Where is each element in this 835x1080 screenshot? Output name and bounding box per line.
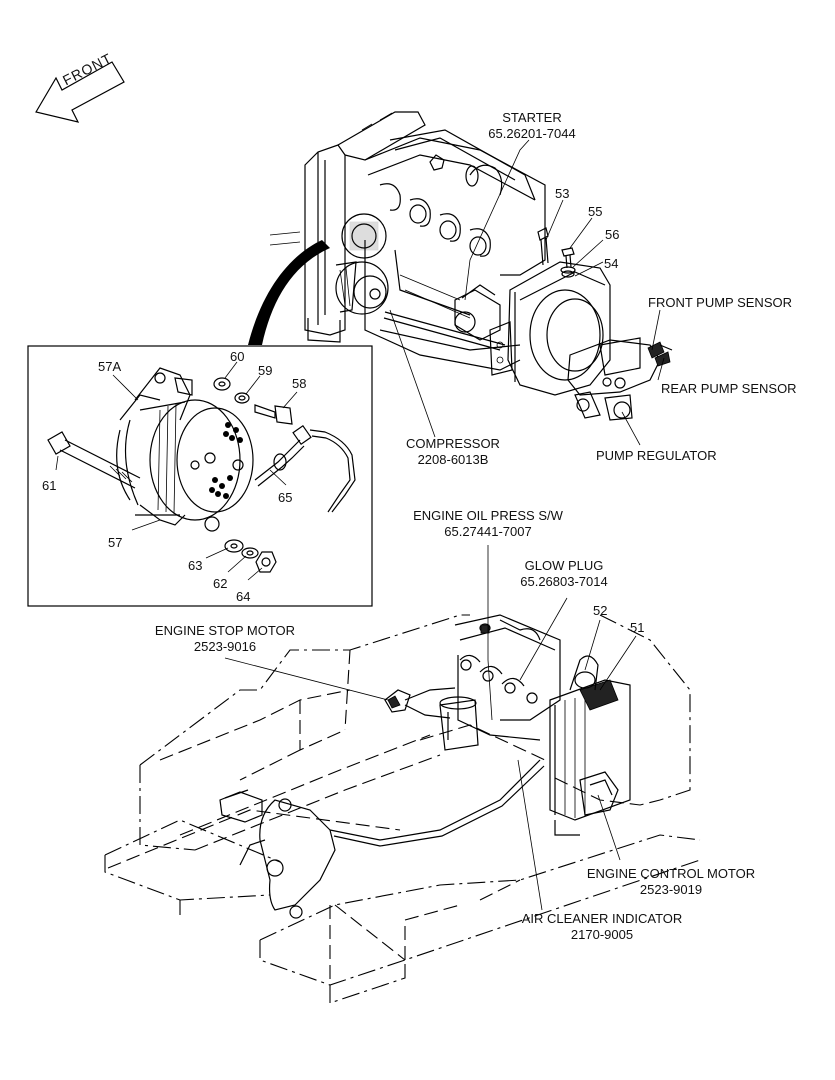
- machine-assembly-bottom: [104, 545, 701, 1004]
- engine-stop-motor-name: ENGINE STOP MOTOR: [154, 623, 296, 638]
- starter-part: 65.26201-7044: [488, 126, 576, 141]
- rear-pump-sensor-label: REAR PUMP SENSOR: [661, 381, 797, 396]
- pump-regulator-label: PUMP REGULATOR: [596, 448, 717, 463]
- engine-control-motor-label: ENGINE CONTROL MOTOR 2523-9019: [578, 866, 764, 898]
- callout-58: 58: [292, 376, 307, 391]
- starter-name: STARTER: [502, 110, 562, 125]
- callout-59: 59: [258, 363, 273, 378]
- callout-52: 52: [593, 603, 608, 618]
- glow-plug-part: 65.26803-7014: [520, 574, 608, 589]
- glow-plug-label: GLOW PLUG 65.26803-7014: [510, 558, 618, 590]
- engine-assembly-top: [269, 111, 673, 446]
- starter-label: STARTER 65.26201-7044: [480, 110, 584, 142]
- front-pump-sensor-label: FRONT PUMP SENSOR: [648, 295, 792, 310]
- alternator-detail: [47, 361, 356, 581]
- compressor-label: COMPRESSOR 2208-6013B: [398, 436, 508, 468]
- callout-62: 62: [213, 576, 228, 591]
- engine-oil-press-name: ENGINE OIL PRESS S/W: [413, 508, 563, 523]
- engine-control-motor-part: 2523-9019: [639, 882, 703, 897]
- callout-65: 65: [278, 490, 293, 505]
- engine-stop-motor-part: 2523-9016: [193, 639, 257, 654]
- engine-oil-press-part: 65.27441-7007: [444, 524, 532, 539]
- callout-51: 51: [630, 620, 645, 635]
- callout-54: 54: [604, 256, 619, 271]
- callout-53: 53: [555, 186, 570, 201]
- air-cleaner-indicator-name: AIR CLEANER INDICATOR: [521, 911, 683, 926]
- callout-63: 63: [188, 558, 203, 573]
- detail-connector: [248, 240, 330, 345]
- callout-56: 56: [605, 227, 620, 242]
- engine-control-motor-name: ENGINE CONTROL MOTOR: [586, 866, 756, 881]
- callout-64: 64: [236, 589, 251, 604]
- engine-stop-motor-label: ENGINE STOP MOTOR 2523-9016: [142, 623, 308, 655]
- engine-oil-press-label: ENGINE OIL PRESS S/W 65.27441-7007: [408, 508, 568, 540]
- glow-plug-name: GLOW PLUG: [524, 558, 604, 573]
- callout-55: 55: [588, 204, 603, 219]
- detail-box: [27, 345, 373, 607]
- compressor-part: 2208-6013B: [417, 452, 489, 467]
- front-arrow-icon: [35, 61, 125, 123]
- air-cleaner-indicator-part: 2170-9005: [570, 927, 634, 942]
- air-cleaner-indicator-label: AIR CLEANER INDICATOR 2170-9005: [512, 911, 692, 943]
- callout-61: 61: [42, 478, 57, 493]
- callout-60: 60: [230, 349, 245, 364]
- callout-57a: 57A: [98, 359, 122, 374]
- compressor-name: COMPRESSOR: [406, 436, 500, 451]
- callout-57: 57: [108, 535, 123, 550]
